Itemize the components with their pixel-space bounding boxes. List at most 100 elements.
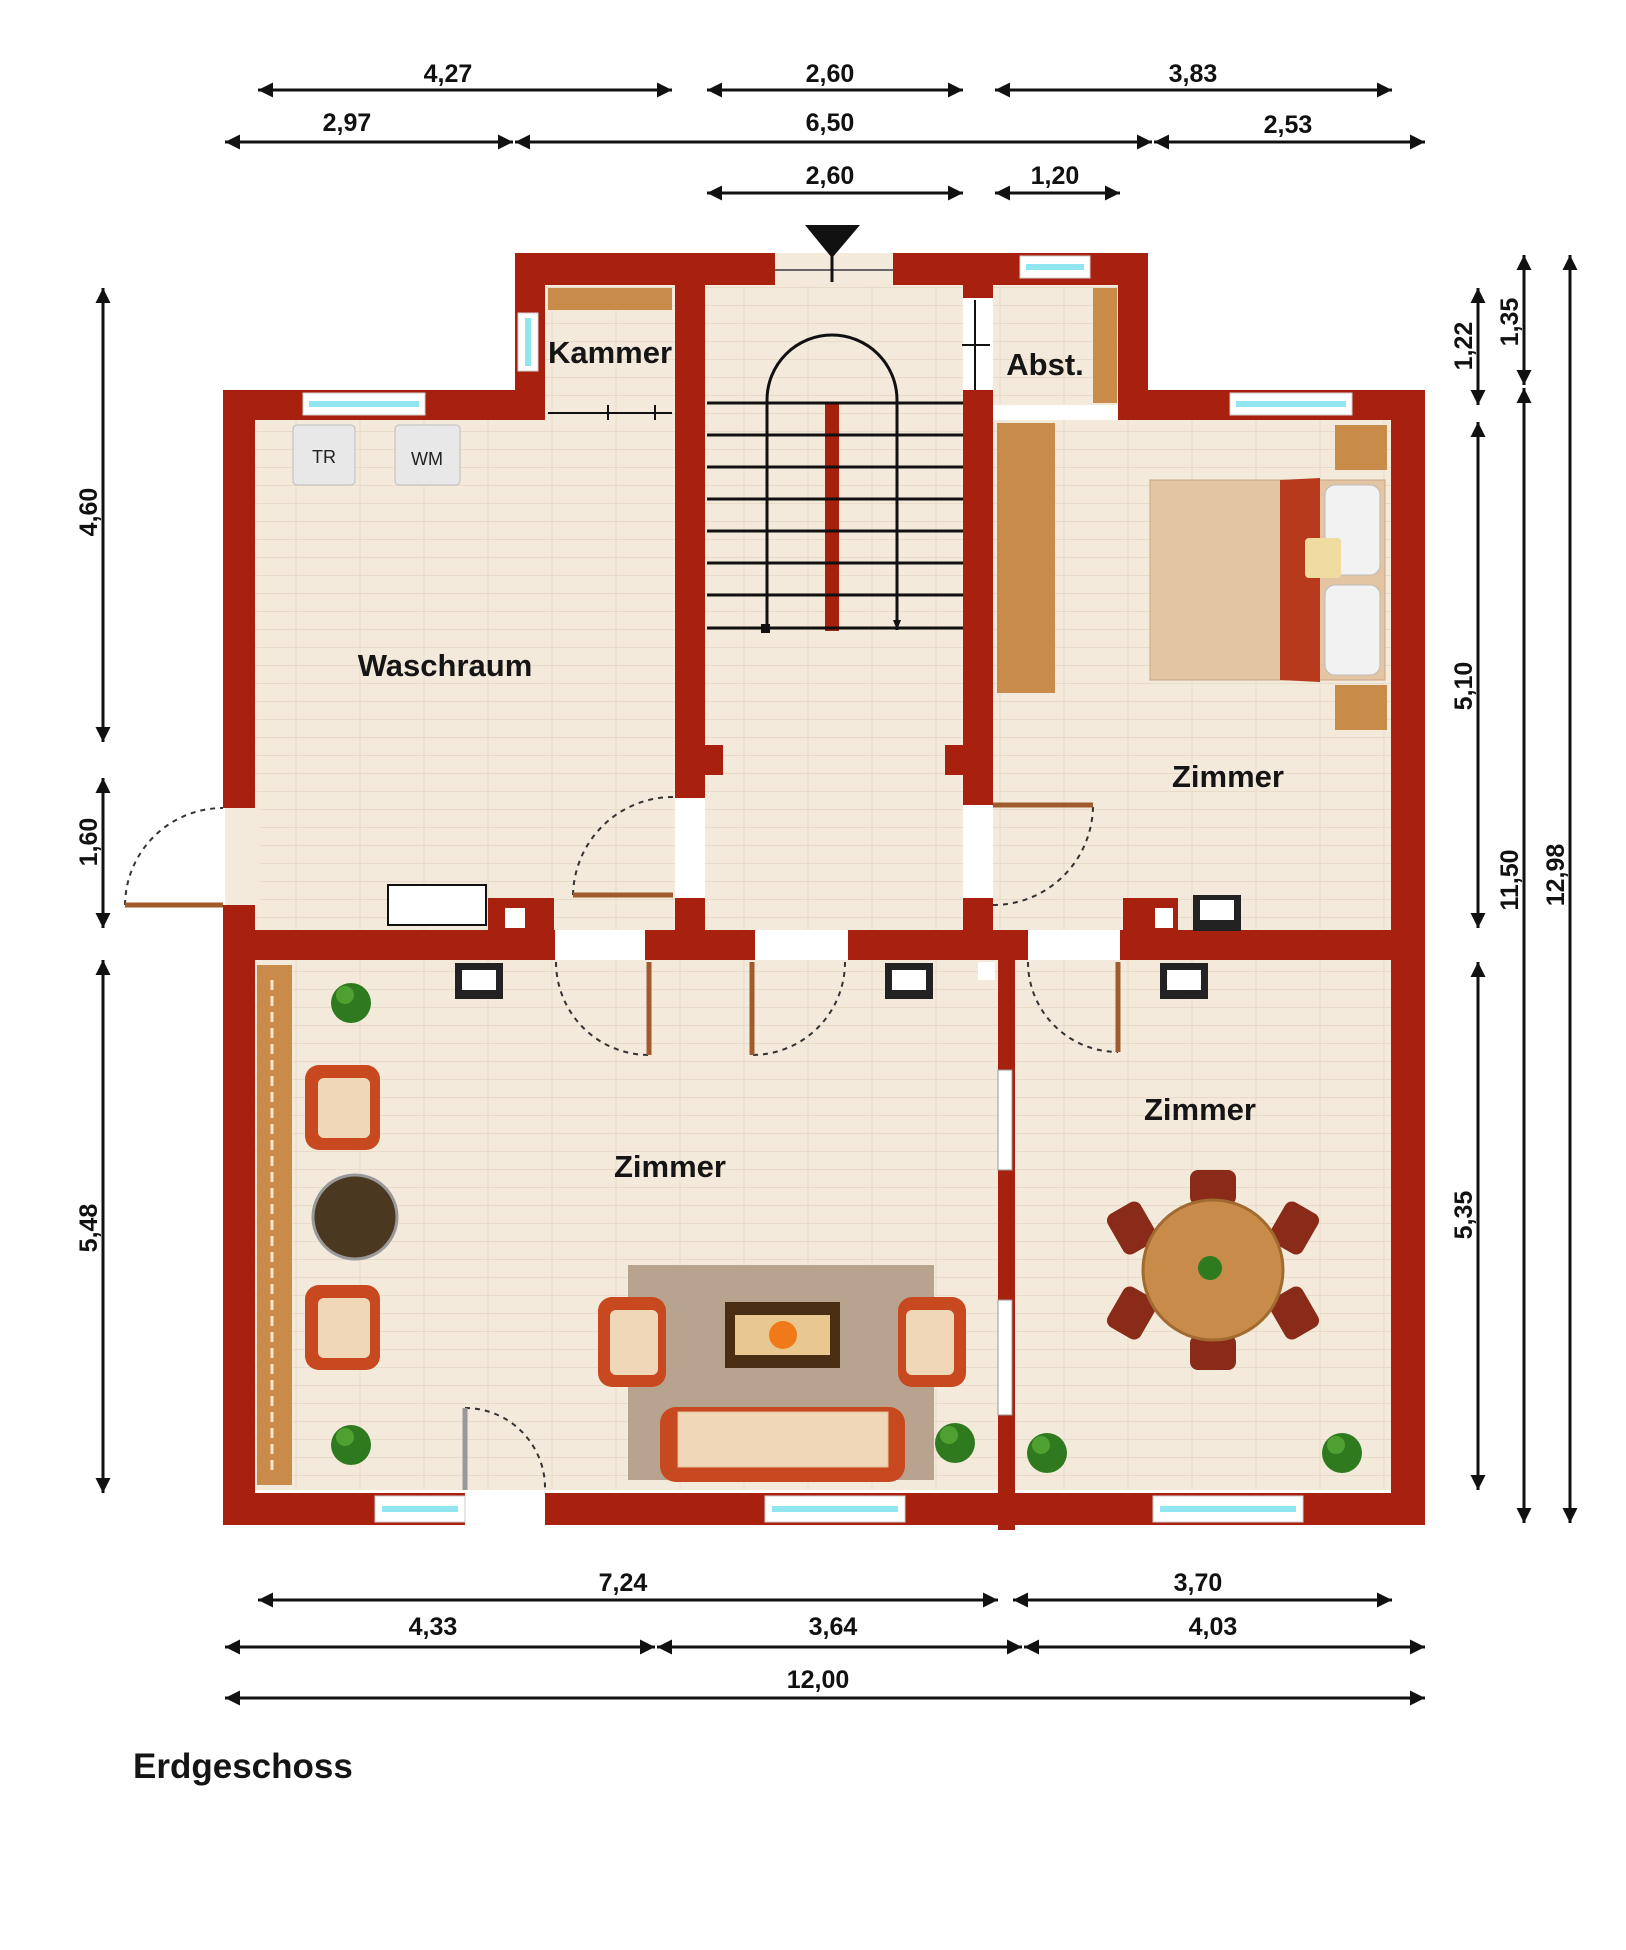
- dim-label: 2,60: [806, 60, 855, 88]
- wall: [998, 960, 1015, 1530]
- candle: [769, 1321, 797, 1349]
- dim-label: 12,98: [1542, 844, 1570, 907]
- dim-label: 2,60: [806, 162, 855, 190]
- door-swing-icon: [572, 796, 674, 896]
- dim-label: 11,50: [1496, 849, 1524, 910]
- bookshelf: [257, 965, 292, 1485]
- dim-label: 1,22: [1450, 322, 1478, 371]
- stair-direction-arrow-icon: [893, 620, 901, 630]
- window-icon: [1229, 392, 1353, 416]
- dryer-label: TR: [312, 447, 336, 467]
- room-label-abst: Abst.: [1006, 347, 1084, 382]
- room-labels: Kammer Abst. Waschraum Zimmer Zimmer Zim…: [358, 335, 1284, 1184]
- door-swing-icon: [1027, 961, 1119, 1053]
- chair: [892, 970, 926, 990]
- room-label-waschraum: Waschraum: [358, 648, 533, 683]
- dimension-labels: 4,27 2,60 3,83 2,97 6,50 2,53 2,60 1,20 …: [75, 60, 1570, 1694]
- wall: [675, 745, 723, 775]
- wall-niche: [505, 908, 525, 928]
- window-icon: [1152, 1495, 1304, 1523]
- dim-label: 4,27: [424, 60, 473, 88]
- wall: [945, 745, 993, 775]
- window-icon: [374, 1495, 466, 1523]
- dim-label: 2,53: [1264, 111, 1313, 139]
- dim-label: 5,10: [1450, 662, 1478, 711]
- room-label-zimmer-living: Zimmer: [614, 1149, 726, 1184]
- floor-entrance-strip: [225, 805, 260, 905]
- wall: [223, 390, 255, 808]
- door-swing-icon: [124, 807, 224, 906]
- wardrobe: [997, 423, 1055, 693]
- room-label-zimmer-bedroom: Zimmer: [1172, 759, 1284, 794]
- stair-center-post: [825, 403, 839, 631]
- window-icon: [764, 1495, 906, 1523]
- wall: [515, 253, 775, 285]
- dim-label: 4,60: [75, 488, 103, 537]
- chair: [1167, 970, 1201, 990]
- plant-icon: [1322, 1433, 1362, 1473]
- chair: [1200, 900, 1234, 920]
- dim-label: 1,60: [75, 818, 103, 867]
- wall: [675, 253, 705, 798]
- bed: [1149, 425, 1387, 730]
- sliding-door-panel: [997, 1299, 1013, 1416]
- sliding-door-panel: [997, 1069, 1013, 1171]
- door-swing-icon: [464, 1407, 547, 1491]
- door-swing-icon: [751, 961, 846, 1056]
- window-icon: [517, 312, 539, 372]
- staircase: [707, 333, 963, 633]
- dim-label: 5,35: [1450, 1191, 1478, 1240]
- windows: [302, 255, 1353, 1523]
- doors: [124, 300, 1121, 1491]
- plant-icon: [331, 1425, 371, 1465]
- wall: [645, 930, 755, 960]
- dim-label: 3,70: [1174, 1569, 1223, 1597]
- washer: [394, 424, 461, 486]
- dim-label: 5,48: [75, 1204, 103, 1253]
- dim-label: 1,20: [1031, 162, 1080, 190]
- side-table: [311, 1173, 399, 1261]
- window-icon: [1019, 255, 1091, 279]
- wall: [963, 898, 993, 932]
- dim-label: 3,83: [1169, 60, 1218, 88]
- wall: [1120, 930, 1425, 960]
- dim-label: 7,24: [599, 1569, 648, 1597]
- wall: [223, 905, 255, 1525]
- plan-title: Erdgeschoss: [133, 1747, 353, 1786]
- window-icon: [302, 392, 426, 416]
- dimension-lines: [95, 82, 1578, 1706]
- chair: [462, 970, 496, 990]
- dim-label: 6,50: [806, 109, 855, 137]
- wall: [963, 253, 993, 298]
- shelf: [548, 288, 672, 310]
- plant-icon: [935, 1423, 975, 1463]
- plant-icon: [331, 983, 371, 1023]
- room-label-zimmer-dining: Zimmer: [1144, 1092, 1256, 1127]
- stair-steps: [707, 401, 963, 630]
- sink: [387, 884, 487, 926]
- wall: [963, 390, 993, 805]
- dim-label: 3,64: [809, 1613, 858, 1641]
- wall: [675, 898, 705, 932]
- dim-label: 4,03: [1189, 1613, 1238, 1641]
- plant-icon: [1027, 1433, 1067, 1473]
- door-swing-icon: [992, 804, 1094, 906]
- door-swing-icon: [555, 961, 650, 1056]
- shelf: [1093, 288, 1117, 403]
- wall-niche: [1155, 908, 1173, 928]
- dim-label: 4,33: [409, 1613, 458, 1641]
- dim-label: 2,97: [323, 109, 372, 137]
- plant-icon: [1198, 1256, 1222, 1280]
- washer-label: WM: [411, 449, 443, 469]
- room-label-kammer: Kammer: [548, 335, 672, 370]
- furniture: TR WM: [257, 288, 1387, 1485]
- dim-label: 1,35: [1496, 298, 1524, 347]
- wall: [848, 930, 1028, 960]
- dryer: [292, 424, 356, 486]
- wall: [223, 930, 555, 960]
- wall-niche: [978, 962, 995, 980]
- floor-waschraum: [255, 420, 675, 930]
- dim-label: 12,00: [787, 1666, 850, 1694]
- entrance-arrow-icon: [805, 225, 860, 258]
